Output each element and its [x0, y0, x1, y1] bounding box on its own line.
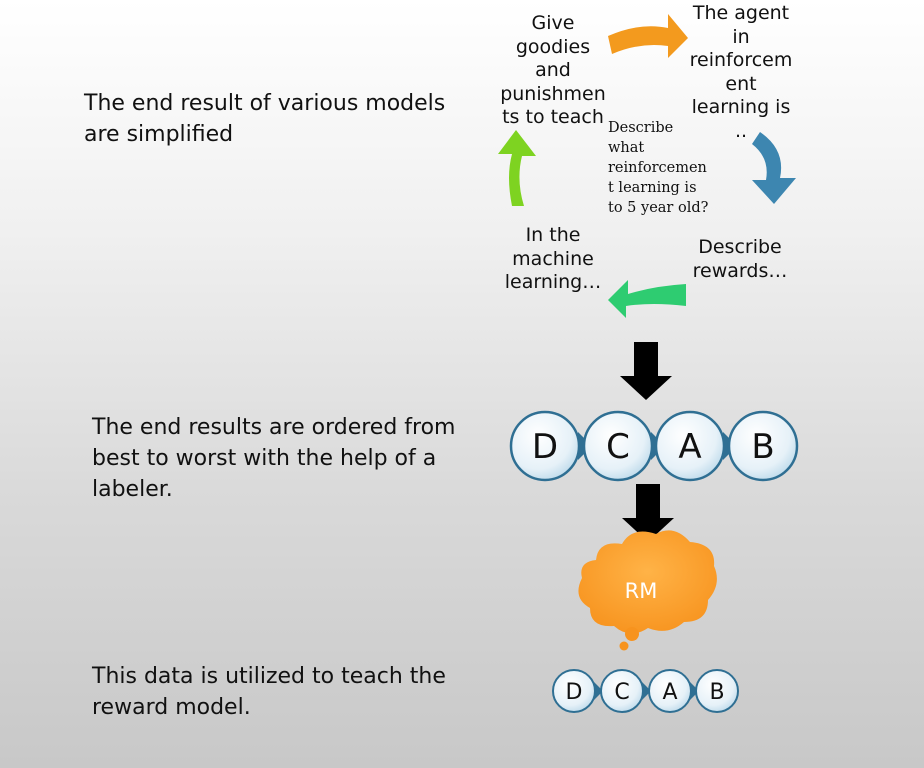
cycle-node-top-left: Give goodies and punishmen ts to teach: [500, 12, 606, 128]
cycle-arrow-orange: [608, 14, 688, 58]
cycle-arrow-teal: [608, 280, 686, 318]
ranking-chain-small: D C A B: [552, 669, 739, 713]
cycle-center-prompt: Describe what reinforcemen t learning is…: [608, 120, 709, 216]
rank-circle-b: B: [727, 410, 799, 482]
small-rank-circle-a: A: [648, 669, 692, 713]
svg-text:A: A: [662, 680, 677, 705]
svg-text:C: C: [606, 427, 630, 467]
small-rank-circle-c: C: [600, 669, 644, 713]
cycle-arrow-green: [498, 130, 536, 206]
rm-label: RM: [625, 579, 658, 603]
rank-circle-a: A: [654, 410, 726, 482]
step-1-text: The end result of various models are sim…: [84, 91, 446, 147]
svg-text:A: A: [678, 427, 701, 467]
cycle-node-bottom-left: In the machine learning…: [504, 224, 602, 293]
small-rank-circle-d: D: [552, 669, 596, 713]
step-2-text: The end results are ordered from best to…: [92, 415, 456, 502]
ranking-chain-large: D C A B: [509, 410, 799, 482]
cycle-node-top-right: The agent in reinforcem ent learning is …: [689, 2, 793, 142]
step-3-text: This data is utilized to teach the rewar…: [92, 664, 446, 720]
svg-text:C: C: [614, 680, 629, 705]
flow-arrow-down-1: [620, 342, 672, 400]
small-rank-circle-b: B: [695, 669, 739, 713]
reward-model-cloud: RM: [578, 530, 717, 651]
svg-text:D: D: [566, 680, 583, 705]
svg-text:D: D: [532, 427, 558, 467]
svg-text:B: B: [751, 427, 774, 467]
flow-arrow-down-2: [622, 484, 674, 542]
cycle-node-bottom-right: Describe rewards…: [692, 236, 788, 282]
rank-circle-c: C: [582, 410, 654, 482]
cycle-arrow-blue: [752, 132, 796, 204]
rank-circle-d: D: [509, 410, 581, 482]
svg-text:B: B: [709, 680, 724, 705]
